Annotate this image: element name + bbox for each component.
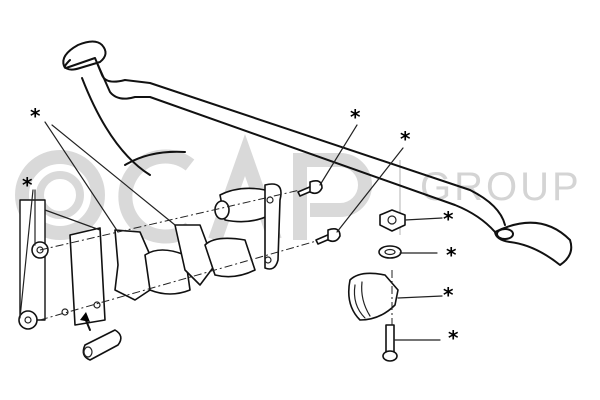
assembly-lines <box>39 189 321 321</box>
watermark-logo: GROUP <box>15 133 582 244</box>
leader-lines <box>19 121 443 341</box>
clamp-assembly <box>114 183 282 301</box>
bolt-upper <box>297 180 323 197</box>
callout-end-bushing: * <box>443 283 454 307</box>
callout-washer: * <box>446 243 457 267</box>
arrow-up-icon <box>80 312 90 322</box>
callout-bolt-lower: * <box>400 127 411 151</box>
callout-bushings-left: * <box>30 104 41 128</box>
watermark-group-text: GROUP <box>420 165 582 209</box>
callout-end-bolt: * <box>448 326 459 350</box>
sleeve-part <box>80 312 122 361</box>
callout-nut: * <box>443 207 454 231</box>
callout-bracket-washers: * <box>22 173 33 197</box>
end-bushing <box>347 270 399 330</box>
stabilizer-bar <box>62 40 573 266</box>
washer-part <box>378 245 402 259</box>
nut-part <box>379 209 406 232</box>
bolt-lower <box>315 228 341 245</box>
end-bolt <box>382 324 398 362</box>
callout-bolt-upper: * <box>350 105 361 129</box>
